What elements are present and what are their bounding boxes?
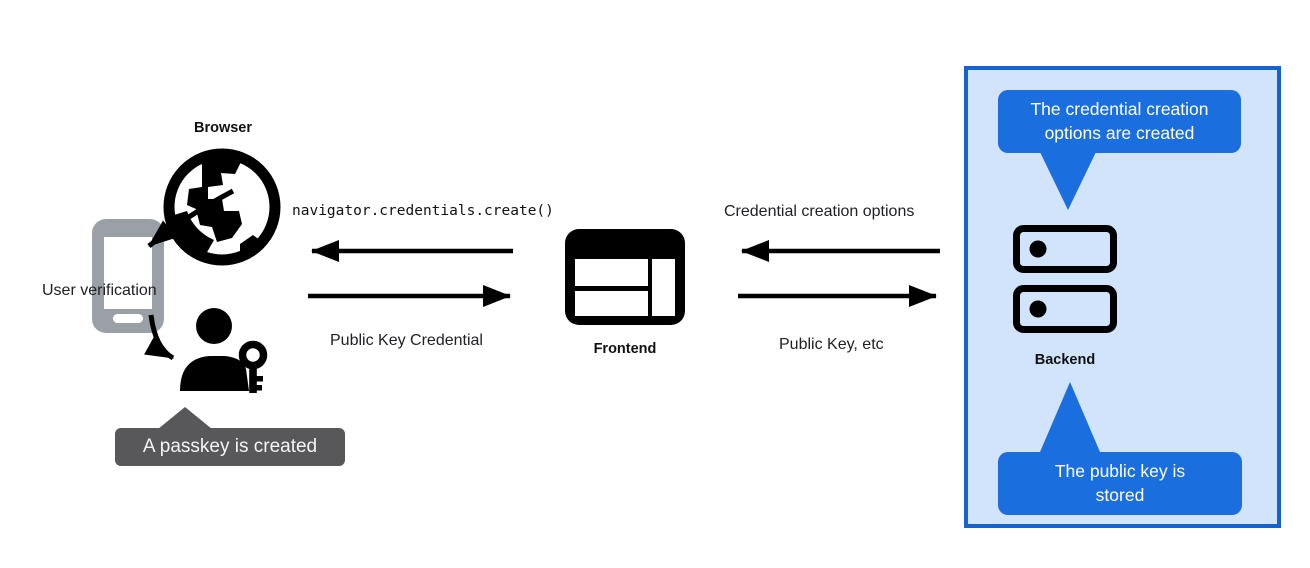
public-key-stored-callout-tail xyxy=(1040,382,1100,452)
passkey-tooltip-text: A passkey is created xyxy=(142,436,318,457)
person-key-icon xyxy=(180,308,268,393)
passkey-tooltip-tail xyxy=(158,407,212,429)
frontend-label: Frontend xyxy=(593,341,657,357)
user-verification-label: User verification xyxy=(42,282,157,299)
credential-options-callout-tail xyxy=(1040,152,1096,210)
browser-label: Browser xyxy=(193,120,253,136)
credential-creation-options-label: Credential creation options xyxy=(724,203,915,220)
phone-icon xyxy=(92,219,164,333)
passkey-tooltip: A passkey is created xyxy=(115,428,345,466)
server-icon xyxy=(1013,225,1117,333)
public-key-credential-label: Public Key Credential xyxy=(330,332,483,349)
credential-options-callout: The credential creation options are crea… xyxy=(998,90,1241,153)
backend-panel: The credential creation options are crea… xyxy=(964,66,1281,528)
backend-label: Backend xyxy=(1034,352,1096,368)
public-key-stored-callout-text: The public key is stored xyxy=(1054,461,1186,505)
globe-icon xyxy=(163,148,281,266)
public-key-etc-label: Public Key, etc xyxy=(779,336,884,353)
public-key-stored-callout: The public key is stored xyxy=(998,452,1242,515)
browser-window-icon xyxy=(565,229,685,325)
credential-options-callout-text: The credential creation options are crea… xyxy=(1030,99,1209,143)
create-call-label: navigator.credentials.create() xyxy=(292,203,554,219)
